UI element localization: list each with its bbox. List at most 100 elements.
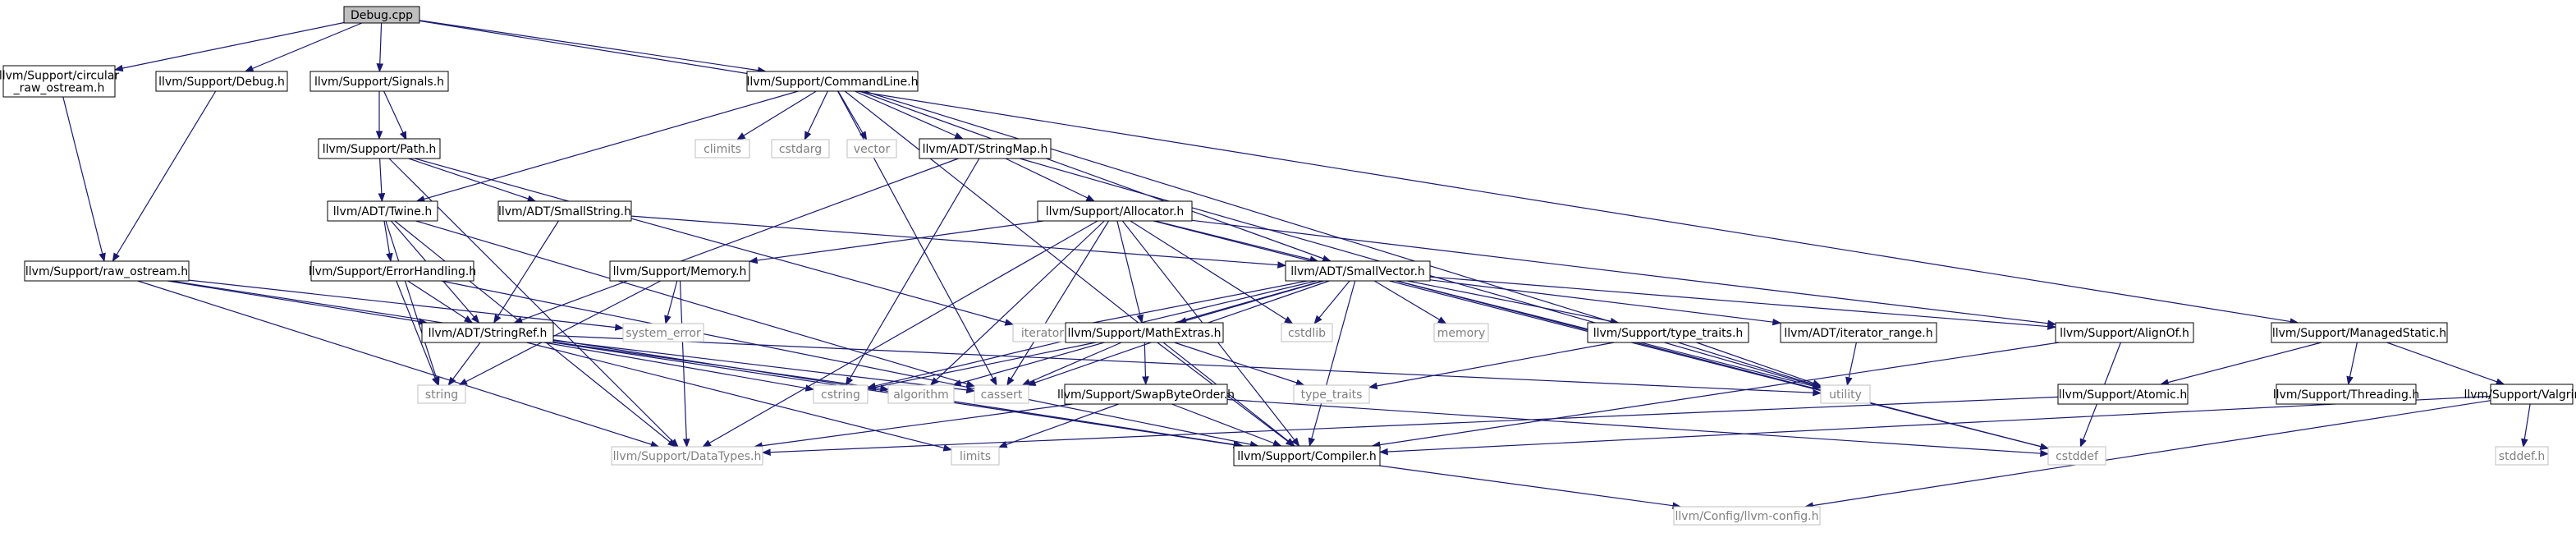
node-swap[interactable]: llvm/Support/SwapByteOrder.h — [1057, 384, 1235, 405]
node-label: llvm/Support/Path.h — [323, 143, 437, 156]
node-box — [327, 200, 438, 222]
node-label: llvm/Support/Signals.h — [314, 76, 444, 89]
node-box — [622, 323, 704, 342]
node-managed[interactable]: llvm/Support/ManagedStatic.h — [2271, 322, 2448, 343]
edge-stringmap-to-stringref — [513, 158, 959, 324]
node-box — [1587, 322, 1749, 343]
node-valgrind[interactable]: llvm/Support/Valgrind.h — [2464, 384, 2576, 405]
edge-smallvec-to-cstdlib — [1313, 280, 1350, 324]
node-label: llvm/Support/raw_ostream.h — [25, 265, 188, 278]
node-label: iterator — [1021, 327, 1064, 340]
edge-atomic-to-datatypes — [761, 396, 2059, 456]
node-datatypes: llvm/Support/DataTypes.h — [611, 446, 763, 466]
node-box — [309, 71, 449, 92]
node-memory[interactable]: llvm/Support/Memory.h — [609, 260, 750, 282]
node-box — [1233, 445, 1381, 466]
node-label: Debug.cpp — [351, 9, 413, 22]
edge-smallvec-to-memoryh — [1373, 280, 1447, 324]
edge-smallvec-to-compiler — [1308, 280, 1356, 448]
node-label: llvm/ADT/SmallString.h — [498, 205, 631, 218]
node-allocator[interactable]: llvm/Support/Allocator.h — [1037, 200, 1193, 222]
edge-valgrind-to-llvmconfig — [1804, 400, 2491, 509]
edge-debug_cpp-to-circ — [113, 21, 345, 72]
node-smallstring[interactable]: llvm/ADT/SmallString.h — [497, 200, 632, 222]
node-atomic[interactable]: llvm/Support/Atomic.h — [2057, 384, 2189, 405]
edge-debug_cpp-to-signals — [376, 22, 384, 73]
node-sdebug[interactable]: llvm/Support/Debug.h — [155, 71, 288, 92]
node-compiler[interactable]: llvm/Support/Compiler.h — [1233, 445, 1381, 466]
edge-smallvec-to-cstddef — [1396, 280, 2050, 450]
edge-valgrind-to-compiler — [1378, 395, 2491, 456]
edge-smallvec-to-itrange — [1429, 279, 1782, 326]
node-label: algorithm — [893, 388, 949, 402]
node-threading[interactable]: llvm/Support/Threading.h — [2273, 384, 2419, 405]
node-llvmconfig: llvm/Config/llvm-config.h — [1673, 506, 1821, 526]
node-smallvec[interactable]: llvm/ADT/SmallVector.h — [1285, 260, 1431, 282]
node-path[interactable]: llvm/Support/Path.h — [318, 138, 441, 159]
edge-swap-to-cstddef — [1226, 398, 2050, 457]
edge-debug_cpp-to-cmdline — [419, 20, 767, 74]
edge-itrange-to-utility — [1845, 342, 1857, 387]
node-cmdline[interactable]: llvm/Support/CommandLine.h — [746, 71, 919, 92]
node-rawos[interactable]: llvm/Support/raw_ostream.h — [24, 260, 190, 282]
edge-smallstring-to-smallvec — [630, 215, 1287, 269]
edge-swap-to-compiler — [1171, 403, 1282, 447]
node-climits: climits — [694, 139, 750, 159]
node-circ[interactable]: llvm/Support/circular_raw_ostream.h — [0, 65, 119, 98]
node-box — [974, 384, 1029, 404]
node-box — [887, 384, 955, 404]
node-label: llvm/Support/SwapByteOrder.h — [1057, 388, 1235, 402]
edge-cmdline-to-stringmap — [854, 90, 964, 140]
node-stringref[interactable]: llvm/ADT/StringRef.h — [421, 322, 554, 343]
node-iterator: iterator — [1012, 323, 1073, 342]
node-string: string — [417, 384, 466, 404]
node-box — [310, 260, 474, 282]
edge-cmdline-to-vector — [837, 90, 868, 140]
edge-smallvec-to-alignof — [1429, 276, 2057, 330]
edge-errh-to-string — [396, 280, 439, 387]
edge-smallvec-to-typetraits_h — [1407, 280, 1620, 325]
edge-allocator-to-cstdlib — [1130, 220, 1294, 324]
node-box — [609, 260, 750, 282]
node-box — [1433, 323, 1489, 342]
node-mathx[interactable]: llvm/Support/MathExtras.h — [1065, 322, 1224, 343]
node-cstdlib: cstdlib — [1281, 323, 1333, 342]
edge-alignof-to-compiler — [1371, 342, 2060, 448]
node-alignof[interactable]: llvm/Support/AlignOf.h — [2055, 322, 2194, 343]
edge-stringref-to-cstring — [543, 342, 815, 392]
node-twine[interactable]: llvm/ADT/Twine.h — [327, 200, 438, 222]
node-box — [2276, 384, 2417, 405]
edge-stringref-to-cassert — [552, 340, 976, 394]
node-box — [746, 71, 919, 92]
node-box — [417, 384, 466, 404]
node-signals[interactable]: llvm/Support/Signals.h — [309, 71, 449, 92]
node-label: limits — [960, 450, 991, 463]
node-label: llvm/Support/type_traits.h — [1593, 327, 1744, 340]
node-label: climits — [704, 143, 741, 156]
node-label: llvm/Support/ErrorHandling.h — [309, 265, 476, 278]
node-debug_cpp[interactable]: Debug.cpp — [343, 6, 420, 24]
node-itrange[interactable]: llvm/ADT/iterator_range.h — [1780, 322, 1937, 343]
node-stringmap[interactable]: llvm/ADT/StringMap.h — [919, 138, 1052, 159]
node-box — [1293, 384, 1370, 404]
edge-allocator-to-memory — [748, 220, 1043, 264]
node-box — [24, 260, 190, 282]
node-errh[interactable]: llvm/Support/ErrorHandling.h — [309, 260, 476, 282]
edge-smallvec-to-iterator — [1070, 280, 1308, 329]
node-box — [1064, 384, 1228, 405]
node-typetraits_h[interactable]: llvm/Support/type_traits.h — [1587, 322, 1749, 343]
edge-allocator-to-mathx — [1116, 220, 1144, 324]
node-label: llvm/Support/Debug.h — [158, 76, 285, 89]
edge-cmdline-to-smallvec — [859, 90, 1332, 262]
node-box — [2, 65, 116, 98]
node-label: llvm/Support/Threading.h — [2273, 388, 2419, 402]
node-label: stddef.h — [2499, 450, 2545, 463]
edge-swap-to-datatypes — [753, 403, 1073, 449]
node-label: llvm/ADT/Twine.h — [333, 205, 432, 218]
node-label: llvm/ADT/iterator_range.h — [1784, 327, 1932, 340]
edge-managed-to-threading — [2346, 342, 2358, 386]
node-box — [343, 6, 420, 24]
edge-signals-to-cstdio — [383, 90, 407, 140]
edge-smallstring-to-stringref — [493, 220, 559, 324]
node-box — [846, 139, 897, 159]
